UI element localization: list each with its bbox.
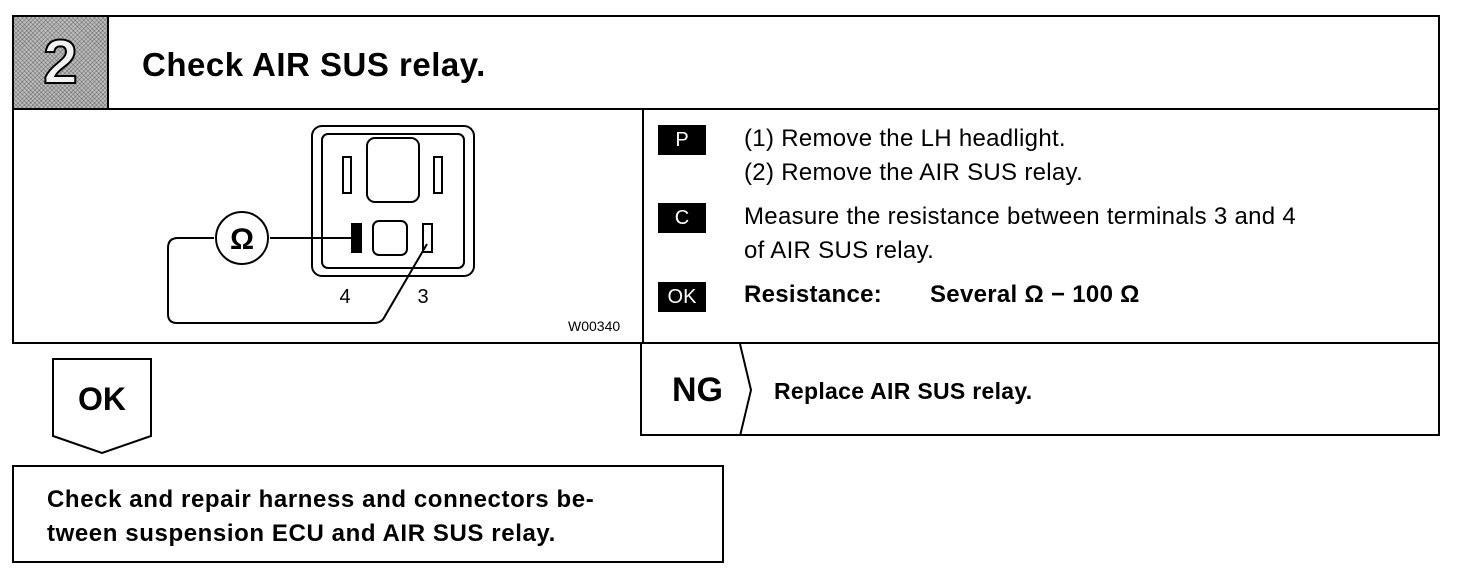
relay-right-slot — [433, 156, 443, 194]
prep-badge: P — [658, 125, 706, 155]
relay-middle-terminal — [372, 220, 408, 256]
ohmmeter-circle — [215, 211, 269, 265]
ng-branch-box — [640, 344, 1440, 436]
terminal-3-pin — [422, 223, 433, 253]
relay-top-terminal — [366, 137, 420, 203]
ng-chevron-icon — [739, 344, 753, 436]
relay-connector-diagram: Ω 4 3 — [167, 125, 475, 324]
spec-label: Resistance: — [744, 281, 883, 308]
relay-outer-housing — [311, 125, 475, 277]
ohmmeter-symbol: Ω — [230, 223, 254, 256]
relay-inner-housing — [321, 133, 465, 269]
column-divider — [642, 108, 644, 342]
prep-line-2: (2) Remove the AIR SUS relay. — [744, 159, 1084, 186]
ok-action-line-2: tween suspension ECU and AIR SUS relay. — [47, 520, 556, 547]
ok-branch-label: OK — [78, 381, 126, 417]
ok-arrow-shape — [52, 358, 152, 454]
relay-left-slot — [342, 156, 352, 194]
figure-code: W00340 — [568, 318, 621, 334]
ok-action-line-1: Check and repair harness and connectors … — [47, 486, 595, 513]
ok-spec-badge: OK — [658, 282, 706, 312]
terminal-3-label: 3 — [417, 286, 428, 308]
step-title: Check AIR SUS relay. — [142, 46, 486, 83]
check-line-2: of AIR SUS relay. — [744, 237, 935, 264]
terminal-4-label: 4 — [339, 286, 350, 308]
step-number-box: 2 — [14, 17, 109, 108]
check-badge: C — [658, 203, 706, 233]
prep-line-1: (1) Remove the LH headlight. — [744, 125, 1066, 152]
step-number: 2 — [42, 27, 79, 97]
ohmmeter-lead-path — [167, 237, 428, 324]
check-line-1: Measure the resistance between terminals… — [744, 203, 1297, 230]
step-header: 2 Check AIR SUS relay. — [12, 15, 1440, 110]
ng-action-text: Replace AIR SUS relay. — [774, 378, 1033, 404]
ng-branch-label: NG — [672, 371, 723, 409]
spec-value: Several Ω − 100 Ω — [930, 281, 1140, 308]
ok-action-box: Check and repair harness and connectors … — [12, 465, 724, 563]
step-body-table — [12, 108, 1440, 344]
